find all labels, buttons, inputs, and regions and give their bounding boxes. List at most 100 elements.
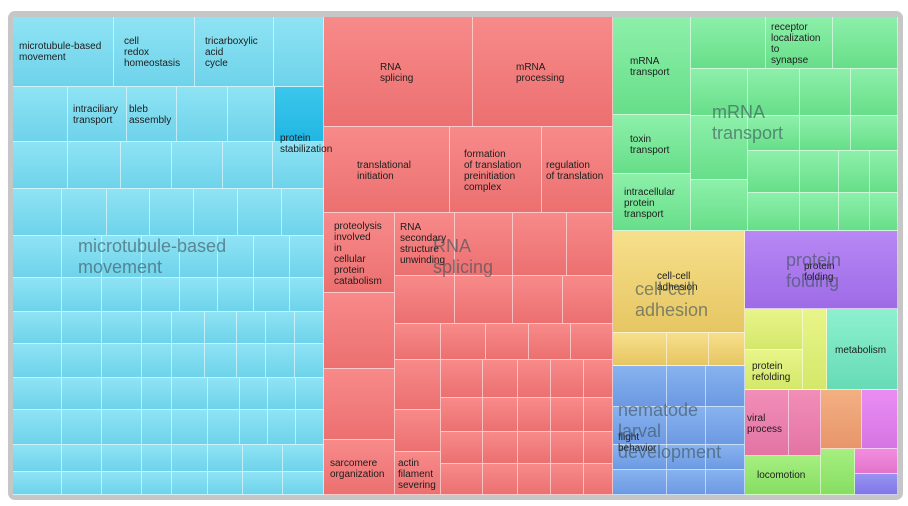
treemap-tile[interactable] [266,344,295,378]
treemap-tile[interactable] [441,324,486,360]
treemap-tile[interactable] [205,344,237,378]
treemap-tile[interactable] [243,445,283,472]
treemap-tile[interactable] [102,344,142,378]
treemap-tile[interactable] [102,312,142,344]
treemap-tile[interactable] [473,17,613,127]
treemap-tile[interactable] [13,344,62,378]
treemap-tile[interactable] [584,464,613,495]
treemap-tile[interactable] [745,350,803,390]
treemap-tile[interactable] [208,378,240,410]
treemap-tile[interactable] [290,236,324,278]
treemap-tile[interactable] [691,69,748,116]
treemap-tile[interactable] [172,410,208,445]
treemap-tile[interactable] [800,116,851,151]
treemap-tile[interactable] [324,213,395,293]
treemap-tile[interactable] [273,142,324,189]
treemap-tile[interactable] [748,193,800,231]
treemap-tile[interactable] [706,445,745,470]
treemap-tile[interactable] [839,151,870,193]
treemap-tile[interactable] [486,324,529,360]
treemap-tile[interactable] [571,324,613,360]
treemap-tile[interactable] [295,344,324,378]
treemap-tile[interactable] [283,472,324,495]
treemap-tile[interactable] [177,87,228,142]
treemap-tile[interactable] [483,360,518,398]
treemap-tile[interactable] [274,17,324,87]
treemap-tile[interactable] [518,432,551,464]
treemap-tile[interactable] [667,333,709,366]
treemap-tile[interactable] [613,17,691,115]
treemap-tile[interactable] [567,213,613,276]
treemap-tile[interactable] [195,17,274,87]
treemap-tile[interactable] [68,142,121,189]
treemap-tile[interactable] [142,410,172,445]
treemap-tile[interactable] [613,470,667,495]
treemap-tile[interactable] [851,69,898,116]
treemap-tile[interactable] [803,309,827,390]
treemap-tile[interactable] [218,236,254,278]
treemap-tile[interactable] [13,378,62,410]
treemap-tile[interactable] [833,17,898,69]
treemap-tile[interactable] [142,278,180,312]
treemap-tile[interactable] [441,398,483,432]
treemap-tile[interactable] [13,236,62,278]
treemap-tile[interactable] [551,360,584,398]
treemap-tile[interactable] [455,213,513,276]
treemap-tile[interactable] [667,366,706,407]
treemap-tile[interactable] [142,472,172,495]
treemap-tile[interactable] [121,142,172,189]
treemap-tile[interactable] [551,432,584,464]
treemap-tile[interactable] [518,360,551,398]
treemap-tile[interactable] [324,440,395,495]
treemap-tile[interactable] [324,17,473,127]
treemap-tile[interactable] [613,333,667,366]
treemap-tile[interactable] [870,193,898,231]
treemap-tile[interactable] [172,344,205,378]
treemap-tile[interactable] [13,312,62,344]
treemap-tile[interactable] [172,142,223,189]
treemap-tile-highlight[interactable] [275,87,324,142]
treemap-tile[interactable] [395,213,455,276]
treemap-tile[interactable] [172,445,208,472]
treemap-tile[interactable] [150,189,194,236]
treemap-tile[interactable] [295,312,324,344]
treemap-tile[interactable] [745,231,898,309]
treemap-tile[interactable] [62,472,102,495]
treemap-tile[interactable] [745,456,821,495]
treemap-tile[interactable] [142,378,172,410]
treemap-tile[interactable] [748,69,800,116]
treemap-tile[interactable] [706,366,745,407]
treemap-tile[interactable] [691,180,748,231]
treemap-tile[interactable] [62,445,102,472]
treemap-tile[interactable] [324,127,450,213]
treemap-tile[interactable] [62,312,102,344]
treemap-tile[interactable] [870,151,898,193]
treemap-tile[interactable] [613,445,667,470]
treemap-tile[interactable] [102,445,142,472]
treemap-tile[interactable] [62,378,102,410]
treemap-tile[interactable] [13,445,62,472]
treemap-tile[interactable] [268,410,296,445]
treemap-tile[interactable] [205,312,237,344]
treemap-tile[interactable] [68,87,127,142]
treemap-tile[interactable] [172,312,205,344]
treemap-tile[interactable] [238,189,282,236]
treemap-tile[interactable] [13,17,114,87]
treemap-tile[interactable] [483,398,518,432]
treemap-tile[interactable] [855,449,898,474]
treemap-tile[interactable] [127,87,177,142]
treemap-tile[interactable] [584,432,613,464]
treemap-tile[interactable] [821,390,862,449]
treemap-tile[interactable] [667,470,706,495]
treemap-tile[interactable] [142,344,172,378]
treemap-tile[interactable] [748,151,800,193]
treemap-tile[interactable] [789,390,821,456]
treemap-tile[interactable] [483,432,518,464]
treemap-tile[interactable] [296,378,324,410]
treemap-tile[interactable] [455,276,513,324]
treemap-tile[interactable] [62,189,107,236]
treemap-tile[interactable] [483,464,518,495]
treemap-tile[interactable] [218,278,254,312]
treemap-tile[interactable] [551,464,584,495]
treemap-tile[interactable] [748,116,800,151]
